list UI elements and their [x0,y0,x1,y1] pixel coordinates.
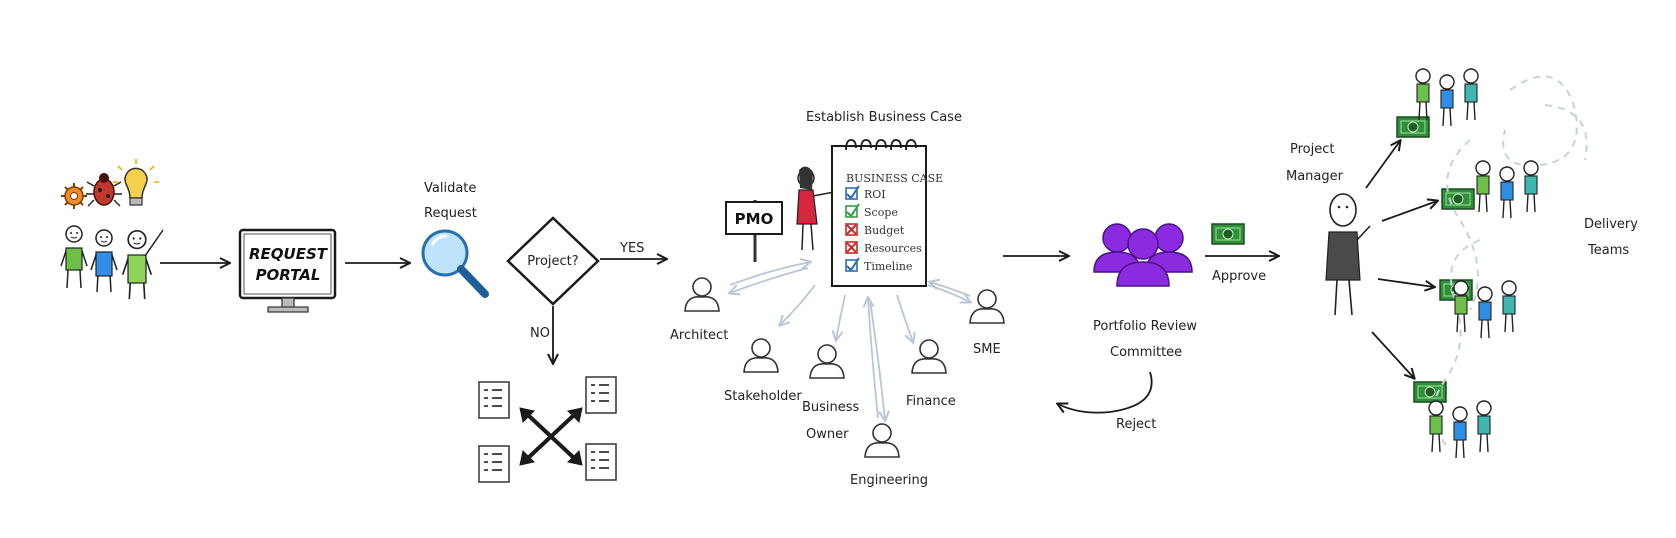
requester-person-lime [121,229,164,300]
cross-icon [846,242,857,253]
team-member [1523,160,1539,213]
pmo-person [796,166,835,251]
consultation-arrows [730,262,970,420]
yes-label: YES [619,241,644,256]
delivery-team [1415,68,1479,127]
document-icon [585,376,617,414]
decision-diamond: Project? [506,216,600,306]
committee-label-line1: Portfolio Review [1093,319,1197,334]
banknote-icon [1441,188,1475,210]
team-swirls [1432,75,1588,451]
delivery-team [1453,280,1517,339]
request-portal-label-line2: PORTAL [256,266,321,284]
request-portal-monitor: REQUEST PORTAL [238,228,337,313]
team-member [1439,74,1455,127]
engineering-label: Engineering [850,473,928,488]
bug-icon [86,173,122,207]
lightbulb-icon [113,159,159,206]
check-icon [846,185,860,200]
spiral-binding [845,139,917,151]
checklist-item-label: ROI [864,188,886,201]
sme-label: SME [973,342,1001,357]
pmo-sign: PMO [725,200,783,262]
checklist-item-label: Timeline [864,260,912,273]
pmo-label: PMO [735,210,774,228]
checklist-item: Resources [845,241,922,255]
check-icon [846,203,860,218]
team-member [1452,406,1468,459]
pm-to-teams-arrows [1365,141,1437,378]
project-manager-person [1325,193,1371,316]
requesters-group [60,159,164,300]
request-portal-label-line1: REQUEST [249,245,329,263]
validate-label-line2: Request [424,206,477,221]
gear-icon [61,183,87,209]
architect-person [684,277,720,312]
finance-label: Finance [906,394,956,409]
sme-person [969,289,1005,324]
team-member [1476,400,1492,453]
delivery-teams-label-line2: Teams [1587,243,1629,258]
business-owner-person [809,344,845,379]
magnifier-icon [421,229,489,298]
team-member [1475,160,1491,213]
team-member [1499,166,1515,219]
stakeholder-label: Stakeholder [724,389,802,404]
business-owner-label-line1: Business [802,400,860,415]
architect-label: Architect [670,328,728,343]
team-member [1428,400,1444,453]
backlog-documents [478,376,617,483]
checklist-item-label: Scope [864,206,898,219]
finance-person [911,339,947,374]
no-label: NO [530,326,550,341]
checklist-item-label: Resources [864,242,922,255]
stakeholder-person [743,338,779,373]
banknote-icon [1396,116,1430,138]
check-icon [846,257,860,272]
team-member [1453,280,1469,333]
business-owner-label-line2: Owner [806,427,849,442]
requester-person-green [60,225,88,289]
business-case-notepad: BUSINESS CASE ROI ScopeBudgetResourcesTim… [831,139,943,287]
cross-icon [846,224,857,235]
document-icon [478,445,510,483]
requester-person-blue [90,229,118,293]
group-icon [1093,223,1193,287]
checklist-item: Scope [845,203,898,219]
checklist-item: ROI [845,185,886,201]
delivery-team [1475,160,1539,219]
checklist-item-label: Budget [864,224,905,237]
document-icon [478,381,510,419]
checklist-item: Budget [845,223,905,237]
banknote-icon [1413,381,1447,403]
team-member [1477,286,1493,339]
committee-label-line2: Committee [1110,345,1182,360]
cross-arrows-icon [519,407,583,466]
project-manager-label-line1: Project [1290,142,1334,157]
delivery-teams-label-line1: Delivery [1584,217,1638,232]
business-case-title: BUSINESS CASE [846,172,943,185]
team-member [1501,280,1517,333]
team-member [1415,68,1431,121]
establish-business-case-label: Establish Business Case [806,110,962,125]
team-member [1463,68,1479,121]
engineering-person [864,423,900,458]
reject-arrow [1058,371,1153,414]
banknote-icon [1211,223,1245,245]
reject-label: Reject [1116,417,1156,432]
delivery-teams [1415,68,1539,459]
document-icon [585,443,617,481]
validate-label-line1: Validate [424,181,476,196]
delivery-team [1428,400,1492,459]
decision-label: Project? [527,254,578,269]
approve-label: Approve [1212,269,1266,284]
checklist-item: Timeline [845,257,912,273]
project-manager-label-line2: Manager [1286,169,1344,184]
